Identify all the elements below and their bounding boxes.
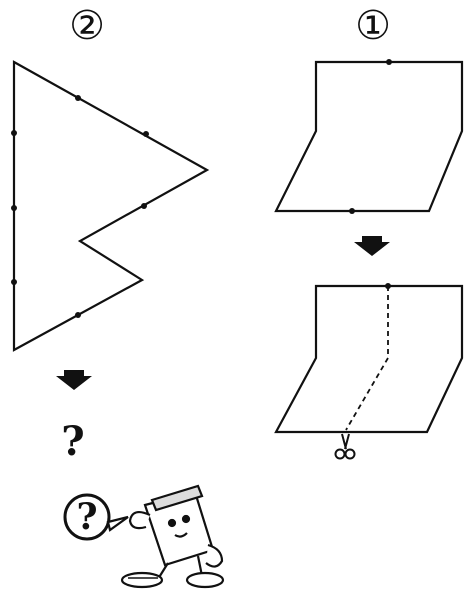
point [386,59,392,65]
point [349,208,355,214]
step-1-label: ① [355,3,391,49]
unfolded-shape [12,60,210,352]
point [141,203,147,209]
folded-paper [274,60,464,213]
cut-line [345,286,389,431]
scissors-icon [334,433,356,460]
step-2-label: ② [69,3,105,49]
question-mark: ? [61,418,85,465]
point [75,95,81,101]
point [11,130,17,136]
point [75,312,81,318]
point [143,131,149,137]
point [11,279,17,285]
folded-paper-cut [274,284,464,434]
down-arrow-icon [56,370,92,390]
point [11,205,17,211]
point [385,283,391,289]
down-arrow-icon [354,236,390,256]
speech-bubble [63,493,111,541]
speech-bubble-tail [106,515,129,532]
thinking-mascot-icon [63,484,225,589]
bubble-question-mark: ? [76,496,98,538]
fold-points [11,59,392,318]
